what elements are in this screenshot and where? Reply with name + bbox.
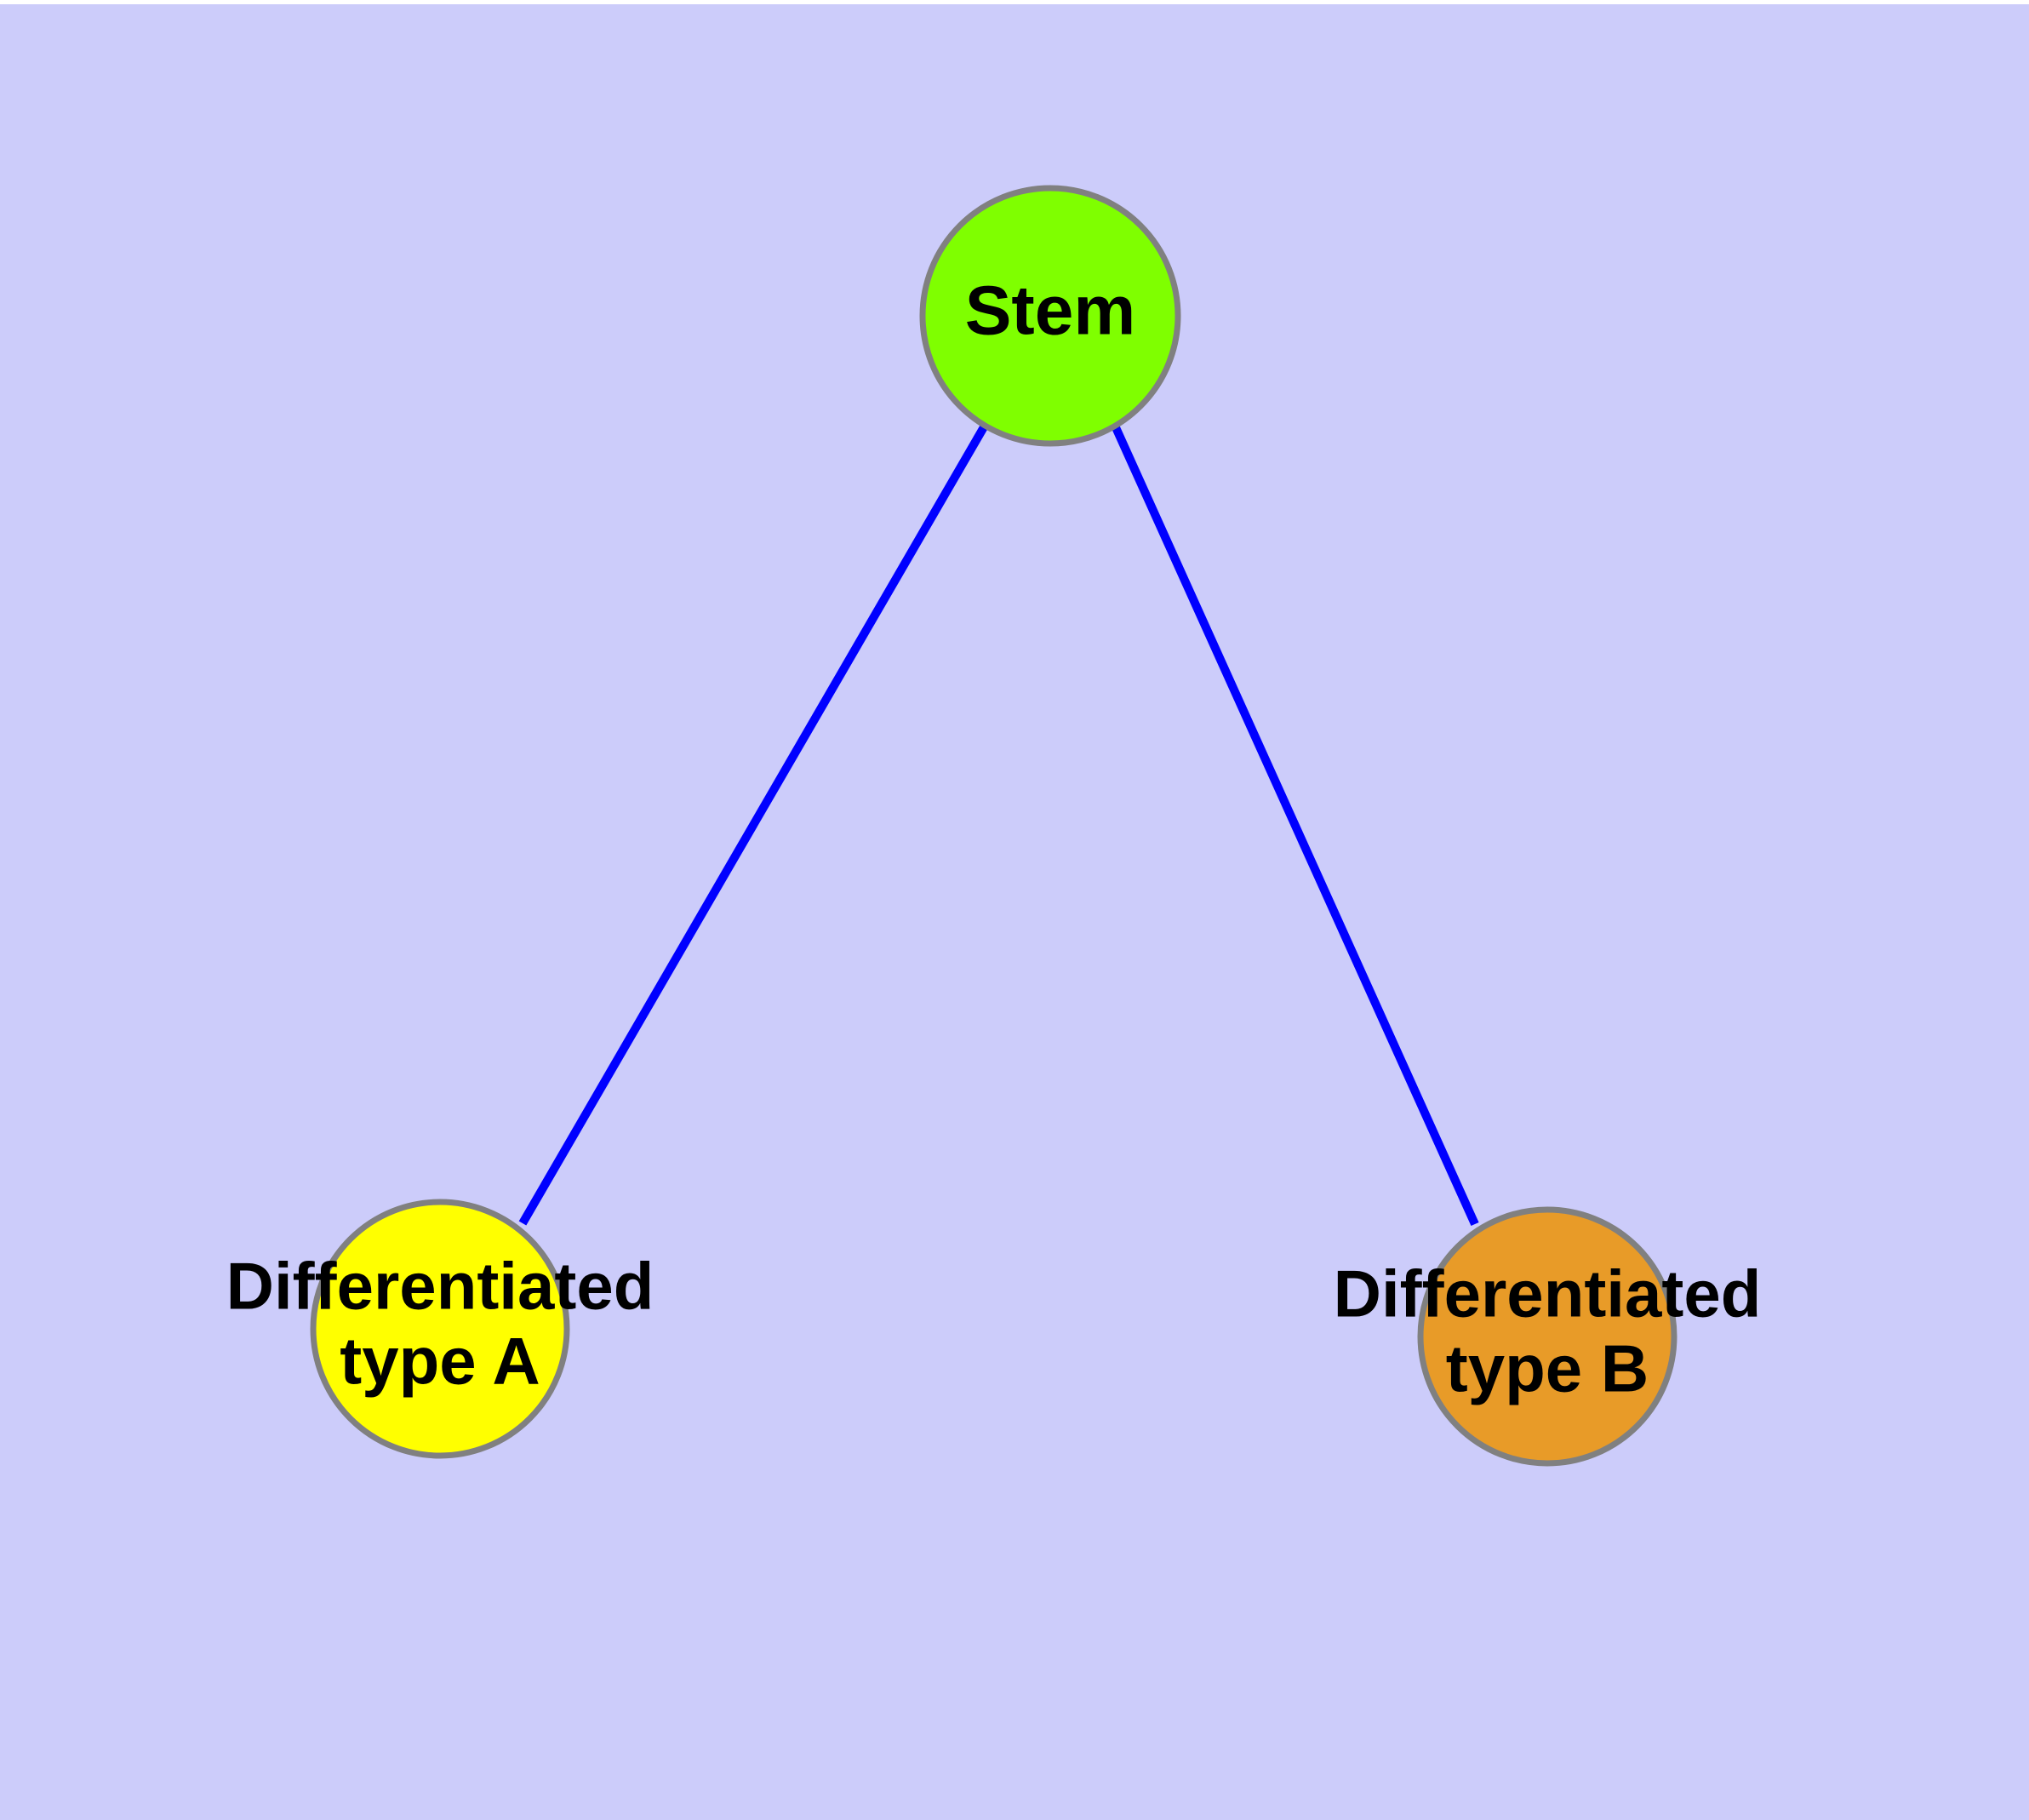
node-circle-stem[interactable] bbox=[919, 185, 1181, 447]
node-circle-diff_b[interactable] bbox=[1417, 1206, 1677, 1467]
edges-group bbox=[518, 423, 1479, 1227]
node-label-stem-line-1: Stem bbox=[965, 272, 1136, 350]
node-stem[interactable]: Stem bbox=[919, 185, 1181, 447]
node-label-diff_a-line-1: Differentiated bbox=[226, 1249, 654, 1324]
edge-stem-to-diff-a bbox=[518, 423, 989, 1226]
edge-stem-to-diff-b bbox=[1111, 423, 1479, 1227]
node-label-diff_b-line-2: type B bbox=[1446, 1331, 1649, 1406]
node-circle-diff_a[interactable] bbox=[310, 1199, 570, 1459]
node-label-diff_a-line-2: type A bbox=[340, 1324, 540, 1399]
node-label-diff_b-line-1: Differentiated bbox=[1334, 1256, 1762, 1331]
